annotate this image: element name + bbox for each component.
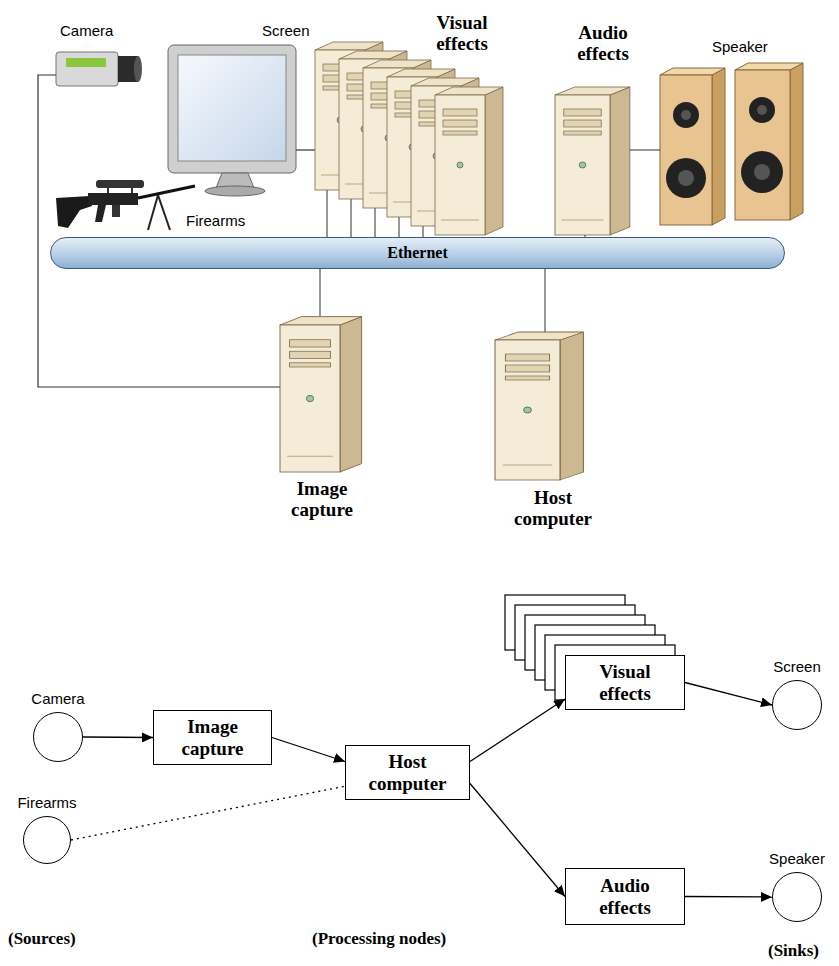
host-computer-icon bbox=[495, 332, 583, 480]
column-label: (Sources) bbox=[8, 930, 76, 949]
bus-drop bbox=[320, 269, 321, 317]
process-box: Audio effects bbox=[565, 868, 685, 925]
flow-arrow bbox=[272, 738, 345, 762]
rifle-icon bbox=[56, 180, 195, 230]
device-label: Camera bbox=[60, 22, 113, 39]
device-label: Speaker bbox=[712, 38, 768, 55]
flow-arrow bbox=[685, 896, 772, 898]
audio-computer bbox=[555, 87, 630, 237]
process-box: Host computer bbox=[345, 745, 470, 800]
device-label: Visual effects bbox=[417, 12, 507, 55]
node-text: Audio effects bbox=[585, 875, 665, 918]
capture-computer bbox=[280, 317, 362, 472]
node-label: Speaker bbox=[769, 851, 825, 868]
trigger-link bbox=[71, 786, 345, 840]
node-text: Visual effects bbox=[585, 661, 665, 704]
sink-circle: Screen bbox=[772, 680, 822, 730]
render-cluster bbox=[315, 42, 503, 237]
bus-drop bbox=[545, 269, 546, 332]
device-label: Firearms bbox=[186, 212, 245, 229]
device-label: Host computer bbox=[498, 487, 608, 530]
device-label: Image capture bbox=[272, 478, 372, 521]
monitor-icon bbox=[168, 45, 296, 196]
column-label: (Processing nodes) bbox=[312, 930, 446, 949]
flow-arrow bbox=[470, 699, 565, 762]
flow-arrow bbox=[470, 784, 565, 897]
node-label: Screen bbox=[773, 659, 821, 676]
node-text: Ethernet bbox=[387, 245, 447, 261]
node-label: Firearms bbox=[17, 795, 76, 812]
speaker-icon bbox=[660, 63, 803, 225]
flow-arrow bbox=[685, 683, 772, 706]
column-label: (Sinks) bbox=[768, 942, 819, 961]
source-circle: Camera bbox=[33, 712, 83, 762]
sink-circle: Speaker bbox=[772, 872, 822, 922]
node-text: Image capture bbox=[173, 716, 253, 759]
source-circle: Firearms bbox=[23, 816, 71, 864]
device-label: Audio effects bbox=[558, 22, 648, 65]
flow-arrow bbox=[83, 736, 153, 738]
video-cable bbox=[296, 149, 315, 150]
process-box: Image capture bbox=[153, 710, 272, 765]
node-text: Host computer bbox=[358, 751, 458, 794]
network-bus: Ethernet bbox=[50, 237, 785, 269]
speaker-cable bbox=[630, 150, 660, 151]
device-label: Screen bbox=[262, 22, 310, 39]
node-label: Camera bbox=[31, 691, 84, 708]
process-box: Visual effects bbox=[565, 655, 685, 710]
camera-icon bbox=[56, 52, 142, 86]
